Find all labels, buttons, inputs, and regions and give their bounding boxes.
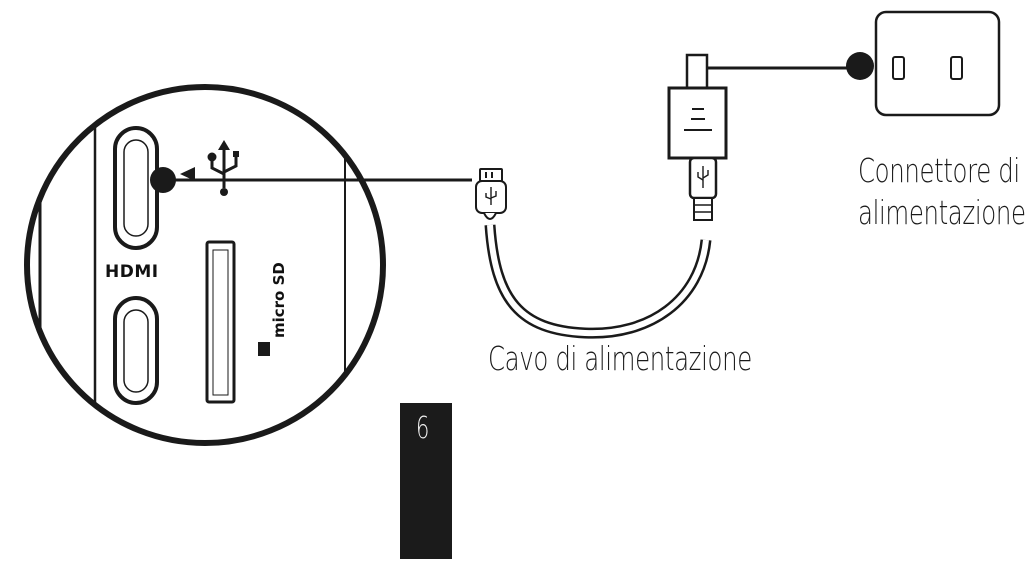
usb-icon bbox=[697, 166, 709, 188]
caption-line: alimentazione bbox=[858, 193, 1026, 232]
device-side-magnifier bbox=[24, 84, 386, 446]
usb-icon bbox=[485, 187, 497, 205]
charger-adapter bbox=[667, 53, 728, 221]
charger-prong bbox=[685, 53, 709, 91]
caption-line: Connettore di bbox=[858, 151, 1020, 190]
triangle-left-icon bbox=[180, 167, 195, 181]
micro-sd-label: micro SD bbox=[270, 262, 288, 338]
charger-body bbox=[667, 86, 728, 160]
connection-dot bbox=[846, 52, 874, 80]
page-number-tab: 6 bbox=[400, 403, 452, 559]
sd-card-icon bbox=[258, 342, 270, 356]
page-number: 6 bbox=[416, 411, 430, 446]
cable-micro-usb-plug bbox=[475, 168, 507, 220]
magnifier-ring bbox=[24, 84, 386, 446]
charger-spec-text bbox=[684, 108, 712, 131]
hdmi-label: HDMI bbox=[105, 262, 159, 282]
wall-outlet-icon bbox=[874, 10, 1001, 117]
usb-icon bbox=[207, 140, 239, 196]
power-connector-caption: Connettore di alimentazione bbox=[858, 150, 1026, 234]
hdmi-port bbox=[113, 296, 159, 405]
micro-sd-slot bbox=[205, 240, 236, 404]
power-cable-caption: Cavo di alimentazione bbox=[488, 339, 752, 378]
